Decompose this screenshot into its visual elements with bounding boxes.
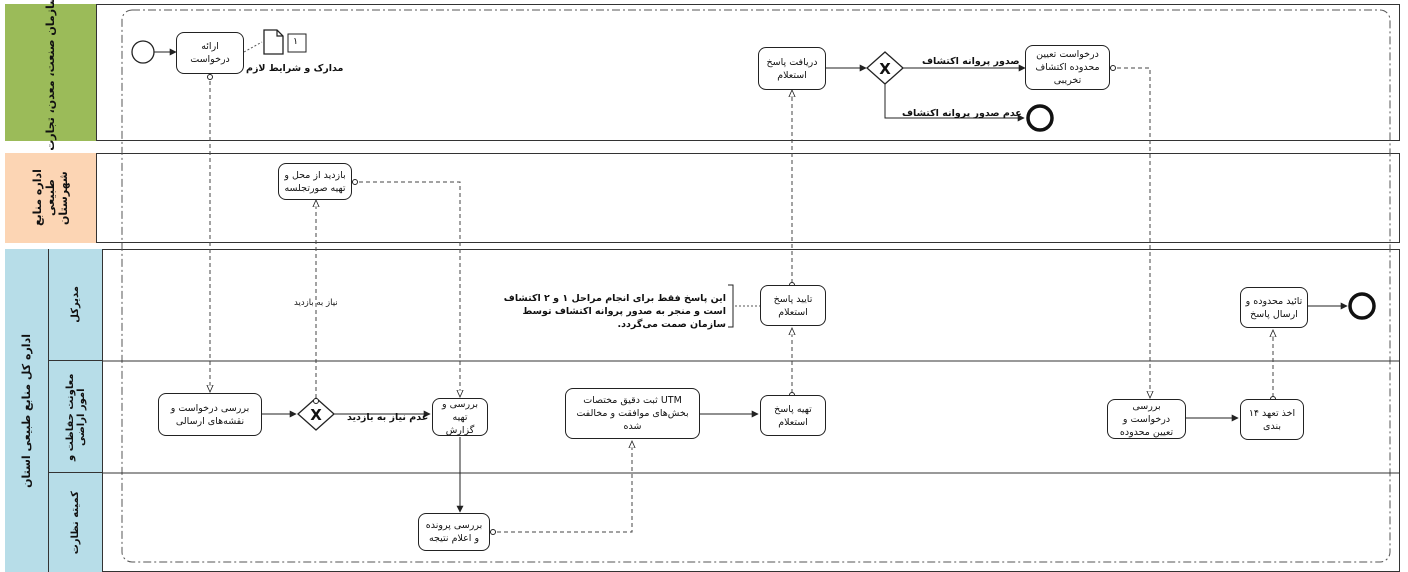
task-review-determine: بررسی درخواست و تعیین محدوده xyxy=(1107,399,1186,439)
annotation-note: این پاسخ فقط برای انجام مراحل ۱ و ۲ اکتش… xyxy=(503,293,726,330)
end-event-no-license xyxy=(1026,104,1054,132)
annotation-bracket xyxy=(728,284,734,328)
task-review-report: بررسی و تهیه گزارش xyxy=(432,398,488,436)
start-event xyxy=(131,40,155,64)
gateway-need-visit xyxy=(297,397,335,431)
document-icon xyxy=(263,29,284,55)
end-event-final xyxy=(1348,292,1376,320)
label-no-need-visit: عدم نیاز به بازدید xyxy=(347,412,429,423)
svg-text:X: X xyxy=(879,60,891,78)
task-get-commitment: اخذ تعهد ۱۴ بندی xyxy=(1240,399,1304,440)
task-review-request: بررسی درخواست و نقشه‌های ارسالی xyxy=(158,393,262,436)
task-visit-site: بازدید از محل و تهیه صورتجلسه xyxy=(278,163,352,200)
task-request-determine: درخواست تعیین محدوده اکتشاف تخریبی xyxy=(1025,45,1110,90)
svg-text:X: X xyxy=(310,406,322,424)
task-receive-reply: دریافت پاسخ استعلام xyxy=(758,47,826,90)
task-review-file: بررسی پرونده و اعلام نتیجه xyxy=(418,513,490,551)
task-confirm-reply: تایید پاسخ استعلام xyxy=(760,285,826,326)
task-prepare-reply: تهیه پاسخ استعلام xyxy=(760,395,826,436)
msg-committee-to-utm xyxy=(490,441,632,533)
document-number-box xyxy=(287,33,307,53)
doc-association xyxy=(243,41,263,53)
label-no-issue-license: عدم صدور پروانه اکتشاف xyxy=(902,108,1022,119)
lane-protection-deputy: معاونت حفاظت و امور اراضی xyxy=(49,361,103,473)
task-confirm-area: تائید محدوده و ارسال پاسخ xyxy=(1240,287,1308,328)
group-boundary xyxy=(121,9,1391,563)
pool-industry-header: سازمان صنعت، معدن، تجارت xyxy=(5,0,97,151)
task-submit-request: ارائه درخواست xyxy=(176,32,244,74)
msg-visit-to-report xyxy=(352,181,460,397)
msg-request-to-determine xyxy=(1110,67,1150,398)
flow-no-license xyxy=(884,84,1025,122)
lane-supervision-committee: کمیته نظارت xyxy=(49,473,103,572)
pool-county-header: اداره منابع طبیعی شهرستان xyxy=(5,153,97,243)
task-record-utm: ثبت دقیق مختصات UTM بخش‌های موافقت و مخا… xyxy=(565,388,700,439)
document-number: ۱ xyxy=(293,36,299,47)
pool-province-header: اداره کل منابع طبیعی استان xyxy=(5,249,49,572)
label-issue-license: صدور پروانه اکتشاف xyxy=(922,56,1020,67)
label-documents: مدارک و شرایط لازم xyxy=(246,63,344,74)
lane-director: مدیرکل xyxy=(49,249,103,361)
label-need-visit: نیاز به بازدید xyxy=(294,298,338,308)
